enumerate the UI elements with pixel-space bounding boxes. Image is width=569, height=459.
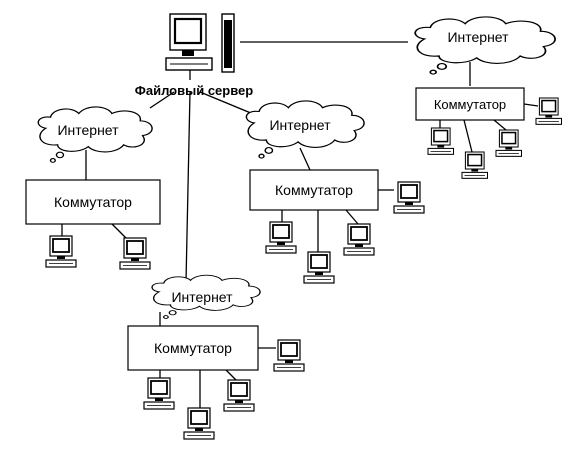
server-label: Файловый сервер: [135, 83, 253, 98]
computer-icon: [273, 339, 305, 372]
switch-right: Коммутатор: [415, 87, 525, 121]
computer-icon: [223, 379, 255, 412]
computer-icon: [535, 97, 563, 126]
computer-icon: [143, 377, 175, 410]
cloud-label: Интернет: [447, 29, 509, 45]
computer-icon: [427, 127, 455, 156]
switch-label: Коммутатор: [275, 182, 353, 198]
cloud-label: Интернет: [57, 122, 119, 138]
computer-icon: [495, 129, 523, 158]
switch-label: Коммутатор: [434, 97, 506, 112]
cloud-right: Интернет: [414, 16, 556, 75]
cloud-bottom: Интернет: [151, 274, 261, 320]
file-server: Файловый сервер: [135, 13, 253, 98]
switch-label: Коммутатор: [54, 194, 132, 210]
computer-icon: [183, 407, 215, 440]
cloud-label: Интернет: [171, 289, 233, 305]
switch-middle: Коммутатор: [249, 169, 379, 211]
computer-icon: [303, 251, 335, 284]
switch-bottom: Коммутатор: [127, 325, 259, 371]
connection-lines: [61, 41, 539, 408]
computer-icon: [393, 181, 425, 214]
cloud-label: Интернет: [269, 117, 331, 133]
cloud-middle: Интернет: [245, 100, 365, 159]
server-computer-icon: [165, 13, 235, 73]
computer-icon: [45, 235, 77, 268]
computer-icon: [119, 237, 151, 270]
computer-icon: [265, 221, 297, 254]
cloud-icon: [414, 16, 556, 75]
switch-left: Коммутатор: [25, 179, 161, 225]
computer-icon: [343, 223, 375, 256]
switch-label: Коммутатор: [154, 340, 232, 356]
computer-icon: [461, 151, 489, 180]
cloud-left: Интернет: [37, 106, 153, 163]
